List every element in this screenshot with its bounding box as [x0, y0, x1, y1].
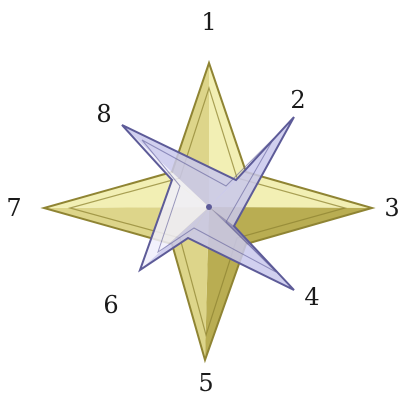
label-point-5: 5 [198, 369, 213, 395]
label-point-7: 7 [6, 194, 21, 222]
label-point-3: 3 [384, 194, 399, 222]
label-point-4: 4 [304, 283, 319, 311]
label-point-6: 6 [103, 291, 118, 319]
center-hub [206, 204, 212, 210]
label-point-2: 2 [290, 86, 305, 114]
label-point-1: 1 [201, 8, 216, 36]
label-point-8: 8 [96, 100, 111, 128]
